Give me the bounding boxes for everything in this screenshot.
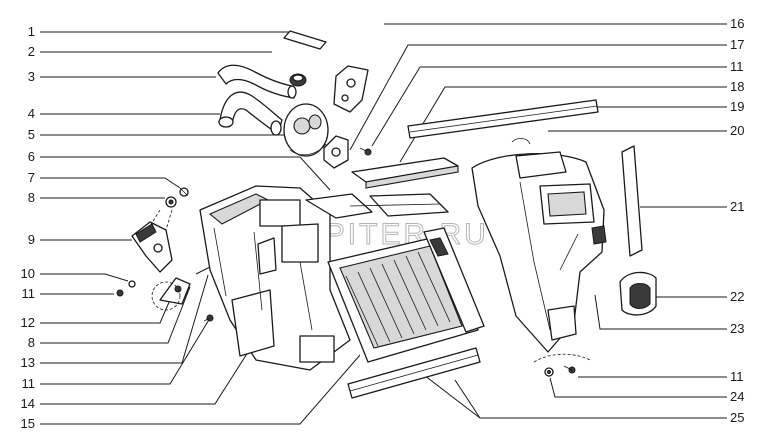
callout-left-17: 15 <box>21 416 35 431</box>
part-3-upper-hose <box>217 64 297 99</box>
leader-lines <box>40 23 727 425</box>
callout-right-9: 23 <box>730 321 744 336</box>
part-12-cam <box>151 277 191 311</box>
callout-left-8: 8 <box>28 190 35 205</box>
part-18-filter-plate <box>351 157 459 189</box>
part-25-bottom-seal <box>347 347 481 399</box>
part-15-heater-core <box>327 227 485 363</box>
part-2-hose-clamp <box>289 73 307 87</box>
callout-right-12: 25 <box>730 410 744 425</box>
leader-11c <box>371 66 727 147</box>
callout-left-15: 11 <box>22 376 36 391</box>
callout-right-3: 11 <box>730 59 744 74</box>
leader-13 <box>40 274 209 364</box>
part-22-motor-cap <box>619 271 657 316</box>
callout-right-5: 19 <box>730 99 744 114</box>
part-24-washer <box>544 367 554 377</box>
callout-left-7: 7 <box>28 170 35 185</box>
callout-right-1: 16 <box>730 16 744 31</box>
assembly-arc <box>533 353 591 363</box>
callout-left-6: 6 <box>28 149 35 164</box>
leader-24 <box>549 377 727 398</box>
part-20-spring-clip <box>511 138 531 145</box>
callout-left-10: 10 <box>21 266 35 281</box>
part-11-screw-lower <box>203 314 214 322</box>
part-6-housing-top-frame <box>305 193 449 219</box>
part-11-screw-top <box>359 147 372 156</box>
part-8-washer <box>165 196 177 208</box>
part-17-clip <box>323 135 349 169</box>
callout-left-3: 3 <box>28 69 35 84</box>
callout-left-14: 13 <box>21 355 35 370</box>
leader-25a <box>419 371 727 419</box>
callout-left-13: 8 <box>28 335 35 350</box>
part-11-screw-bottom-right <box>563 365 576 374</box>
leader-23 <box>594 294 727 330</box>
part-19-long-strip <box>407 99 599 139</box>
callout-left-2: 2 <box>28 44 35 59</box>
part-10-washer <box>128 280 136 288</box>
callout-right-7: 21 <box>730 199 744 214</box>
callout-left-9: 9 <box>28 232 35 247</box>
part-21-vertical-strip <box>621 145 643 257</box>
part-1-seal-strip <box>283 30 327 50</box>
leader-8b <box>40 286 191 344</box>
callout-left-1: 1 <box>28 24 35 39</box>
part-14-housing-left <box>199 185 351 371</box>
callout-right-2: 17 <box>730 37 744 52</box>
callout-left-5: 5 <box>28 127 35 142</box>
leader-14 <box>40 329 263 405</box>
part-5-grommet <box>283 103 329 157</box>
leader-10 <box>40 273 129 282</box>
part-7-bolt <box>179 187 189 197</box>
callout-left-12: 12 <box>21 315 35 330</box>
callout-left-4: 4 <box>28 106 35 121</box>
leader-6 <box>40 156 331 191</box>
leader-11b <box>40 317 211 385</box>
callout-right-4: 18 <box>730 79 744 94</box>
part-16-bracket <box>333 65 369 113</box>
leader-7 <box>40 177 181 189</box>
leader-15 <box>40 354 361 425</box>
callout-right-8: 22 <box>730 289 744 304</box>
leader-17 <box>349 44 727 151</box>
callout-left-11: 11 <box>22 286 36 301</box>
callout-left-16: 14 <box>21 396 35 411</box>
leader-25b <box>454 379 481 419</box>
part-23-housing-right <box>471 151 607 353</box>
part-9-lever <box>131 209 173 273</box>
part-11-screw-left <box>116 289 124 297</box>
callout-right-11: 24 <box>730 389 744 404</box>
callout-labels-right: 16 17 11 18 19 20 21 22 23 11 24 25 <box>730 16 744 425</box>
callout-right-6: 20 <box>730 123 744 138</box>
part-4-lower-hose <box>218 91 283 136</box>
leader-12 <box>40 299 171 324</box>
callout-right-10: 11 <box>730 369 744 384</box>
